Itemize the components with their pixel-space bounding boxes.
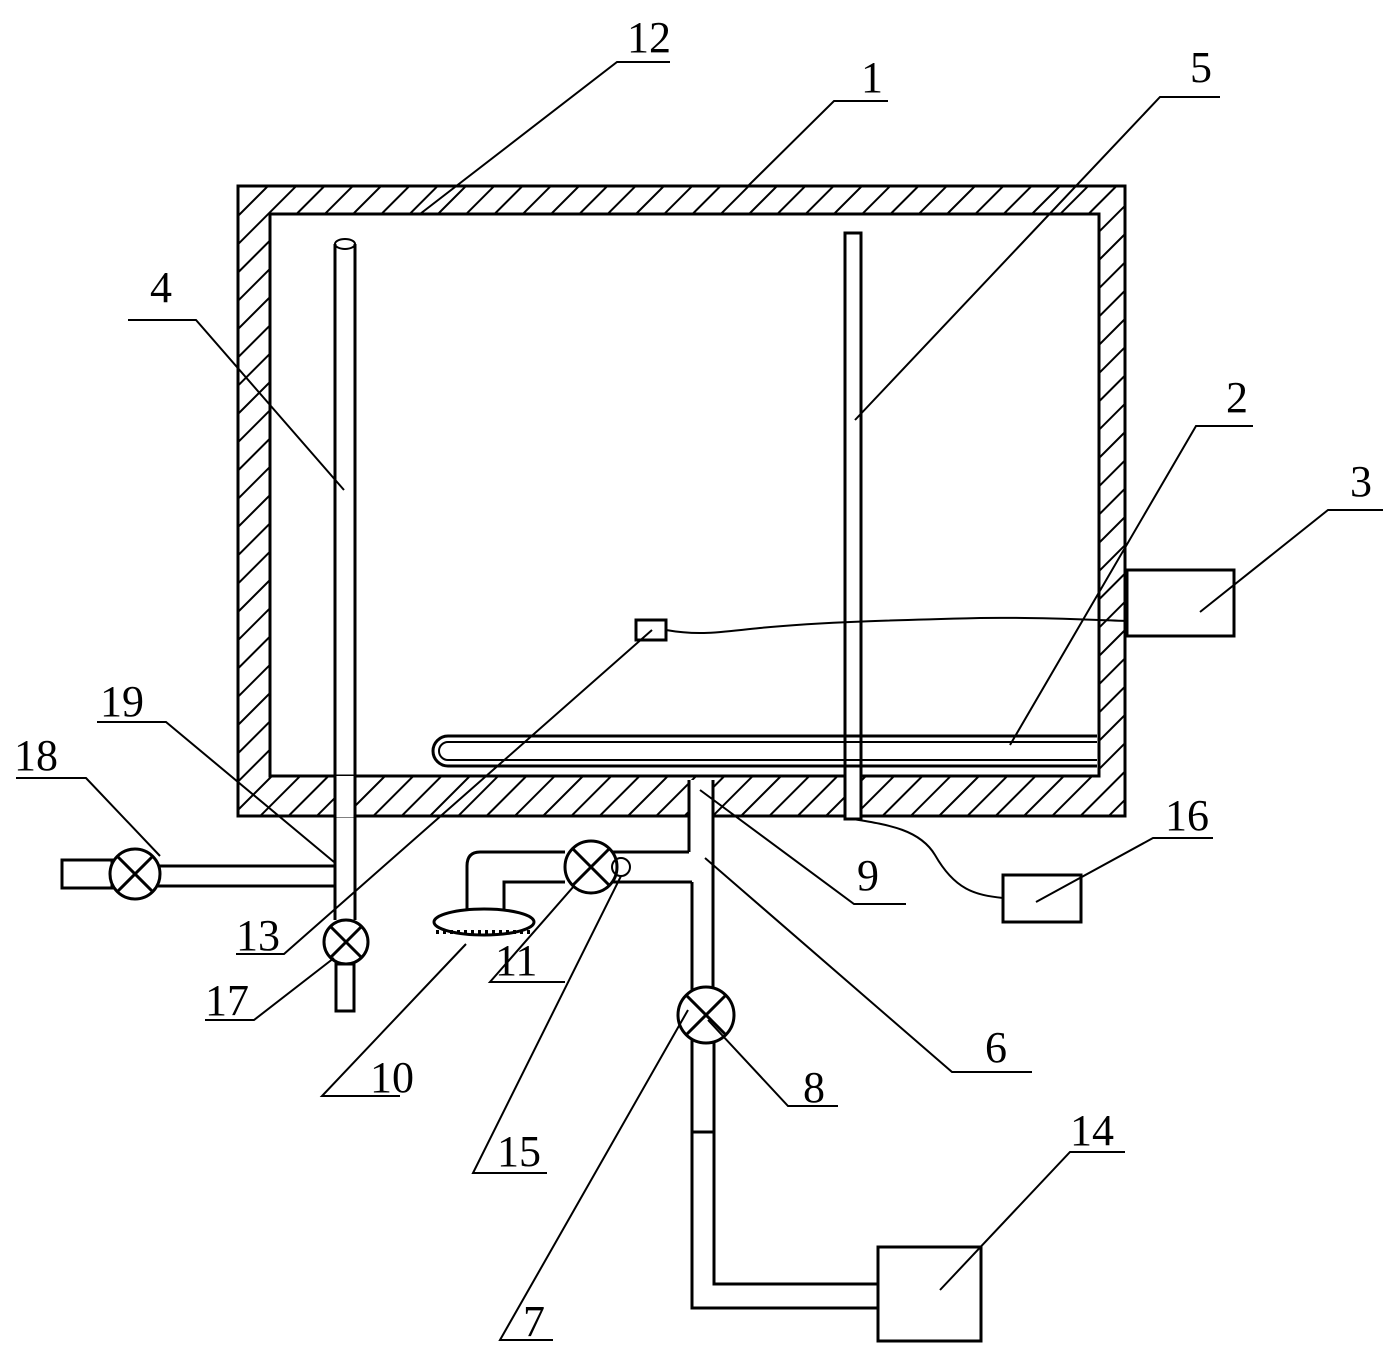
branch-pipe-19 (60, 858, 336, 890)
label-3: 3 (1350, 457, 1372, 506)
label-12: 12 (627, 13, 671, 62)
controller-3 (1125, 568, 1236, 638)
label-5: 5 (1190, 43, 1212, 92)
label-8: 8 (803, 1063, 825, 1112)
label-2: 2 (1226, 373, 1248, 422)
label-14: 14 (1070, 1106, 1114, 1155)
label-7: 7 (523, 1297, 545, 1346)
outlet-pipe-6 (612, 780, 878, 1310)
tank-wall (236, 184, 1127, 818)
label-10: 10 (370, 1053, 414, 1102)
pump-box-14 (876, 1245, 983, 1343)
label-19: 19 (100, 677, 144, 726)
valve-11 (563, 839, 631, 895)
valve-8 (676, 985, 736, 1045)
label-9: 9 (857, 851, 879, 900)
label-16: 16 (1165, 791, 1209, 840)
probe-wire (852, 818, 1004, 899)
label-6: 6 (985, 1023, 1007, 1072)
vertical-rod-5 (843, 231, 863, 821)
leader-lines (16, 61, 1383, 1341)
label-11: 11 (495, 936, 537, 985)
valve-18 (108, 847, 162, 901)
label-13: 13 (236, 911, 280, 960)
number-labels: 12 1 5 2 3 4 19 18 17 13 9 6 8 7 15 10 1… (14, 13, 1372, 1346)
vertical-pipe-4 (333, 238, 357, 1013)
valve-17 (322, 918, 370, 966)
shower-head-10 (432, 907, 536, 937)
label-15: 15 (497, 1127, 541, 1176)
label-17: 17 (205, 976, 249, 1025)
label-4: 4 (150, 263, 172, 312)
label-1: 1 (861, 53, 883, 102)
sensor-wire (665, 616, 1129, 635)
heating-tube-2 (431, 734, 1097, 768)
label-18: 18 (14, 731, 58, 780)
